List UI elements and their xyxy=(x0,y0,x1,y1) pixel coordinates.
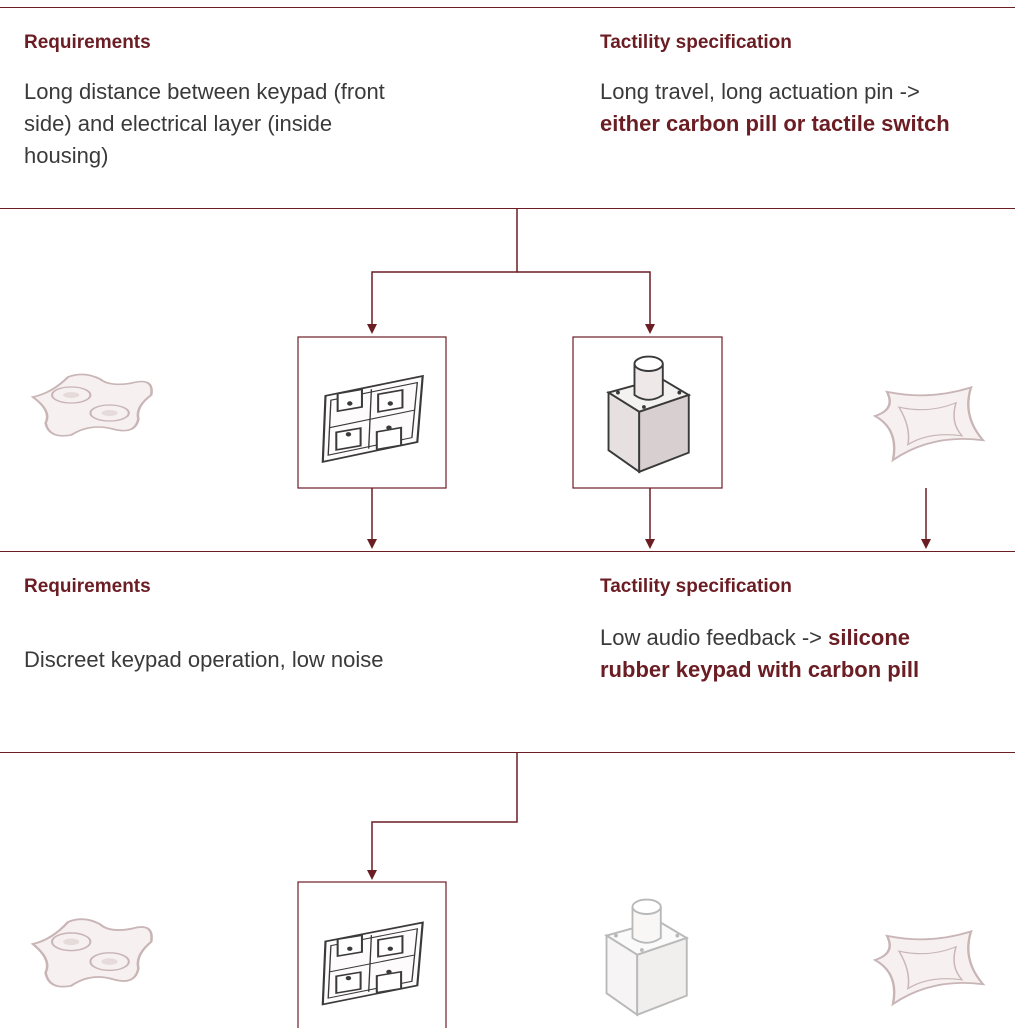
connector-to-keypad xyxy=(367,208,518,334)
connector-to-switch xyxy=(517,271,655,334)
dome-membrane-icon xyxy=(31,917,153,988)
connector-to-keypad-final xyxy=(367,752,518,880)
step1-requirements-heading: Requirements xyxy=(24,32,151,53)
step2-spec-bold: silicone rubber keypad with carbon pill xyxy=(600,625,920,682)
step2-panel xyxy=(0,551,1015,753)
step2-spec-text: Low audio feedback -> silicone rubber ke… xyxy=(600,622,980,686)
step1-panel xyxy=(0,7,1015,209)
step2-spec-plain: Low audio feedback -> xyxy=(600,625,829,650)
step2-requirements-text: Discreet keypad operation, low noise xyxy=(24,647,384,672)
step1-spec-plain: Long travel, long actuation pin -> xyxy=(600,79,920,104)
step1-spec-text: Long travel, long actuation pin -> eithe… xyxy=(600,76,960,140)
step2-requirements-heading: Requirements xyxy=(24,576,151,597)
step1-spec-heading: Tactility specification xyxy=(600,32,792,53)
dome-membrane-icon xyxy=(31,373,153,438)
step2-spec-heading: Tactility specification xyxy=(600,576,792,597)
tactile-switch-icon xyxy=(605,898,688,1016)
step1-requirements-text: Long distance between keypad (front side… xyxy=(24,79,385,168)
snap-dome-icon xyxy=(873,386,985,462)
step1-spec-bold: either carbon pill or tactile switch xyxy=(600,111,950,136)
snap-dome-icon xyxy=(873,930,985,1006)
